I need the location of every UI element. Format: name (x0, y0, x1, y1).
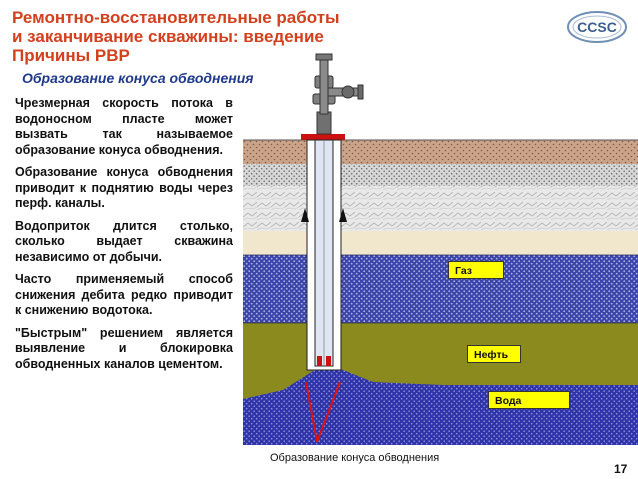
slide-title: Ремонтно-восстановительные работы и зака… (12, 8, 412, 65)
title-line-2: и заканчивание скважины: введение (12, 27, 324, 46)
wellhead-cap (315, 53, 333, 61)
cone-pointer-right (316, 381, 341, 443)
flowline-valve (341, 85, 355, 99)
gas-label: Газ (448, 261, 504, 279)
page-number: 17 (614, 462, 628, 476)
soil-layer (243, 140, 638, 164)
gas-zone (243, 255, 638, 323)
sand-layer (243, 231, 638, 255)
paragraph-2: Образование конуса обводнения приводит к… (15, 165, 233, 210)
flowline-flange (357, 84, 364, 100)
body-text: Чрезмерная скорость потока в водоносном … (15, 96, 233, 379)
cone-pointer-left (305, 381, 318, 443)
perforation-left (317, 356, 322, 366)
perforation-right (326, 356, 331, 366)
wellhead-base (316, 111, 332, 135)
flow-arrow-left (301, 208, 309, 222)
rock-layer (243, 186, 638, 231)
diagram-caption: Образование конуса обводнения (270, 452, 440, 464)
logo-text: CCSC (577, 19, 617, 35)
surface-plate (301, 134, 345, 140)
ccsc-logo: CCSC (567, 11, 627, 43)
paragraph-4: Часто применяемый способ снижения дебита… (15, 272, 233, 317)
gravel-layer (243, 164, 638, 186)
title-line-3: Причины РВР (12, 46, 130, 65)
water-zone (243, 368, 638, 445)
flow-arrow-right (339, 208, 347, 222)
title-line-1: Ремонтно-восстановительные работы (12, 8, 340, 27)
paragraph-5: "Быстрым" решением является выявление и … (15, 325, 233, 371)
well-diagram (243, 53, 638, 445)
wellhead-stem (319, 57, 329, 115)
oil-label: Нефть (467, 345, 521, 363)
paragraph-1: Чрезмерная скорость потока в водоносном … (15, 96, 233, 157)
paragraph-3: Водоприток длится столько, сколько выдае… (15, 218, 233, 264)
water-label: Вода (488, 391, 570, 409)
slide-subtitle: Образование конуса обводнения (22, 70, 254, 86)
